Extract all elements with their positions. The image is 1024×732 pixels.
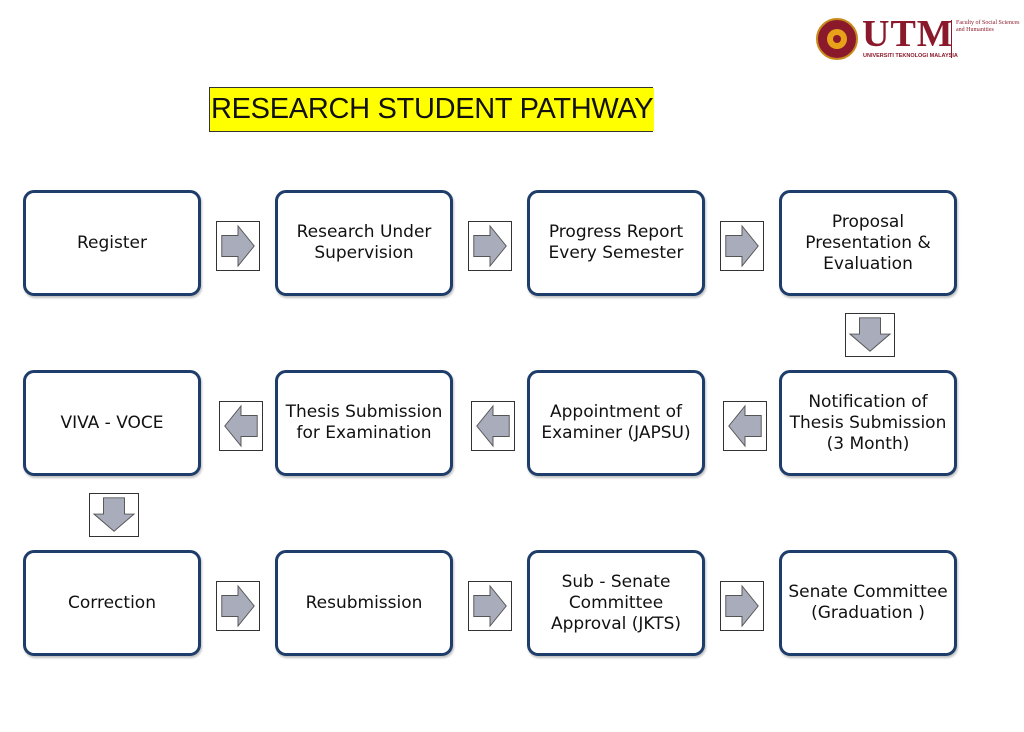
arrow-down-icon	[845, 313, 895, 357]
utm-emblem-icon	[816, 18, 858, 60]
step-label: Research Under Supervision	[296, 222, 432, 263]
arrow-down-icon	[89, 493, 139, 537]
logo-divider	[951, 20, 952, 58]
step-label: Progress Report Every Semester	[548, 222, 684, 263]
arrow-right-icon	[720, 581, 764, 631]
page-title: RESEARCH STUDENT PATHWAY	[210, 88, 655, 131]
step-correction: Correction	[23, 550, 201, 656]
arrow-right-icon	[216, 581, 260, 631]
step-progress-report: Progress Report Every Semester	[527, 190, 705, 296]
arrow-right-icon	[468, 221, 512, 271]
step-label: Appointment of Examiner (JAPSU)	[541, 402, 691, 443]
logo-university: UNIVERSITI TEKNOLOGI MALAYSIA	[863, 53, 958, 59]
step-label: Sub - Senate Committee Approval (JKTS)	[550, 571, 682, 634]
step-label: Senate Committee (Graduation )	[788, 582, 948, 623]
step-viva-voce: VIVA - VOCE	[23, 370, 201, 476]
arrow-left-icon	[219, 401, 263, 451]
logo-brand: UTM	[862, 13, 954, 55]
arrow-right-icon	[216, 221, 260, 271]
step-proposal-presentation: Proposal Presentation & Evaluation	[779, 190, 957, 296]
step-label: Correction	[68, 592, 156, 613]
arrow-right-icon	[720, 221, 764, 271]
step-notification-thesis-submission: Notification of Thesis Submission (3 Mon…	[779, 370, 957, 476]
step-resubmission: Resubmission	[275, 550, 453, 656]
step-appointment-of-examiner: Appointment of Examiner (JAPSU)	[527, 370, 705, 476]
arrow-right-icon	[468, 581, 512, 631]
step-thesis-submission-examination: Thesis Submission for Examination	[275, 370, 453, 476]
step-label: Notification of Thesis Submission (3 Mon…	[789, 391, 947, 454]
arrow-left-icon	[471, 401, 515, 451]
step-register: Register	[23, 190, 201, 296]
step-label: Proposal Presentation & Evaluation	[805, 211, 931, 274]
step-label: Register	[77, 232, 147, 253]
utm-logo: UTM UNIVERSITI TEKNOLOGI MALAYSIA Facult…	[816, 13, 1021, 66]
step-research-under-supervision: Research Under Supervision	[275, 190, 453, 296]
step-label: Resubmission	[305, 592, 423, 613]
arrow-left-icon	[723, 401, 767, 451]
step-senate-committee: Senate Committee (Graduation )	[779, 550, 957, 656]
step-label: VIVA - VOCE	[60, 412, 164, 433]
title-box: RESEARCH STUDENT PATHWAY	[209, 87, 655, 132]
logo-faculty: Faculty of Social Sciences and Humanitie…	[956, 20, 1020, 33]
step-sub-senate-committee: Sub - Senate Committee Approval (JKTS)	[527, 550, 705, 656]
step-label: Thesis Submission for Examination	[285, 402, 443, 443]
